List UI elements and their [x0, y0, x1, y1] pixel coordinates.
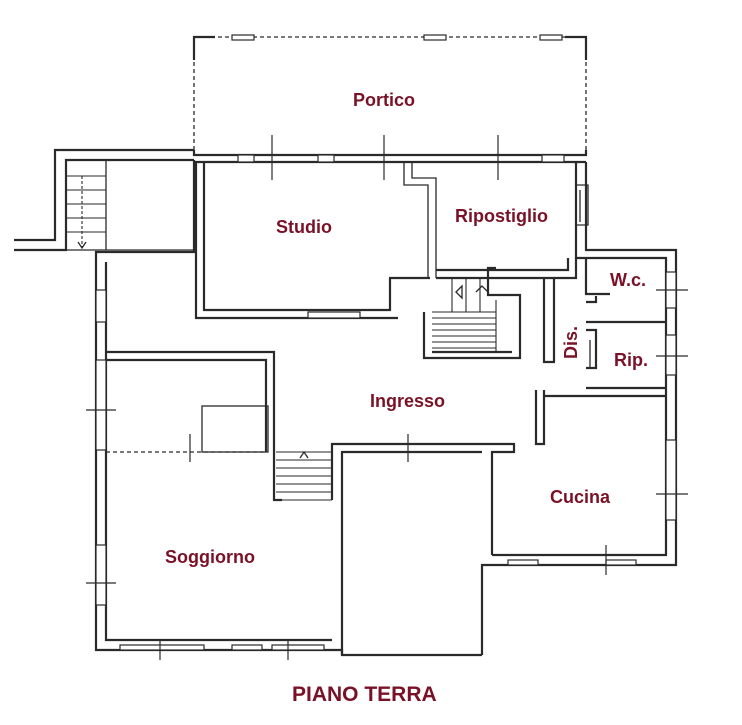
portico-outline — [192, 34, 588, 150]
room-label-studio: Studio — [276, 217, 332, 237]
exterior-stair — [14, 148, 194, 252]
room-label-rip: Rip. — [614, 350, 648, 370]
room-label-ingresso: Ingresso — [370, 391, 445, 411]
room-label-wc: W.c. — [610, 270, 646, 290]
living-walls — [106, 350, 482, 655]
room-label-dis: Dis. — [561, 326, 581, 359]
room-label-cucina: Cucina — [550, 487, 611, 507]
dimension-ticks — [86, 135, 688, 660]
studio-walls — [194, 162, 437, 320]
ripostiglio-walls — [436, 184, 589, 280]
room-label-ripostiglio: Ripostiglio — [455, 206, 548, 226]
interior-stair — [422, 266, 522, 360]
room-label-portico: Portico — [353, 90, 415, 110]
cucina-walls — [482, 390, 637, 566]
room-label-soggiorno: Soggiorno — [165, 547, 255, 567]
plan-title: PIANO TERRA — [292, 683, 437, 706]
service-walls — [542, 258, 666, 398]
